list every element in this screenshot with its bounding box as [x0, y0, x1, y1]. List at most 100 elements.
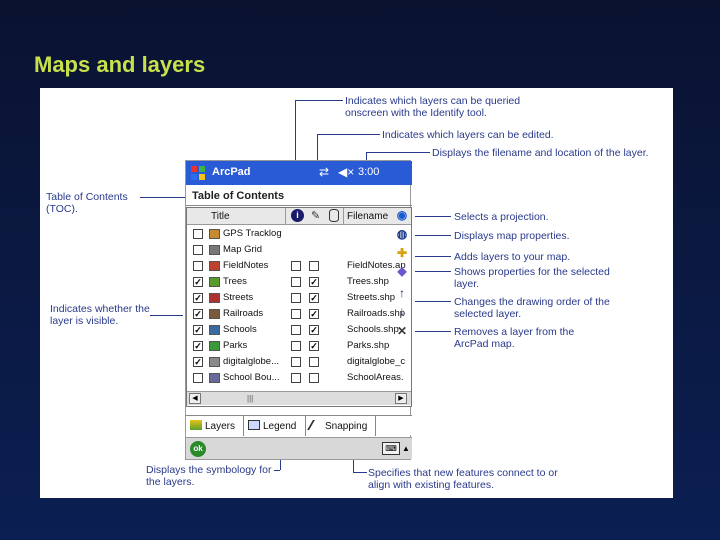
layer-filename: Streets.shp: [347, 292, 396, 303]
identify-checkbox[interactable]: [291, 325, 301, 335]
scroll-thumb[interactable]: |||: [247, 394, 254, 403]
visibility-checkbox[interactable]: [193, 229, 203, 239]
remove-layer-icon[interactable]: ✕: [396, 324, 408, 338]
editable-checkbox[interactable]: [309, 357, 319, 367]
leader-line: [295, 100, 343, 101]
tab-legend[interactable]: Legend: [248, 416, 306, 436]
horizontal-scrollbar[interactable]: ◀ ||| ▶: [187, 391, 411, 405]
editable-checkbox[interactable]: [309, 373, 319, 383]
annotation-visible: Indicates whether the layer is visible.: [50, 303, 150, 327]
move-down-icon[interactable]: ↓: [399, 304, 405, 318]
sync-icon[interactable]: ⇄: [319, 165, 330, 179]
scroll-left-icon[interactable]: ◀: [189, 393, 201, 404]
visibility-checkbox[interactable]: [193, 245, 203, 255]
layer-title: digitalglobe...: [223, 356, 279, 367]
annotation-projection: Selects a projection.: [454, 211, 549, 223]
identify-checkbox[interactable]: [291, 261, 301, 271]
editable-checkbox[interactable]: ✓: [309, 325, 319, 335]
tab-layers[interactable]: Layers: [190, 416, 244, 436]
editable-checkbox[interactable]: ✓: [309, 309, 319, 319]
table-row[interactable]: School Bou... SchoolAreas.: [187, 370, 411, 386]
projection-icon[interactable]: ◉: [396, 208, 408, 222]
leader-line: [415, 331, 451, 332]
column-filename[interactable]: Filename: [347, 211, 389, 222]
table-row[interactable]: ✓ Streets ✓ Streets.shp: [187, 290, 411, 306]
pencil-icon: ✎: [311, 210, 321, 222]
layer-title: Schools: [223, 324, 257, 335]
move-up-icon[interactable]: ↑: [399, 286, 405, 300]
leader-line: [415, 235, 451, 236]
editable-checkbox[interactable]: [309, 261, 319, 271]
table-row[interactable]: Map Grid: [187, 242, 411, 258]
visibility-checkbox[interactable]: ✓: [193, 325, 203, 335]
layer-filename: digitalglobe_c: [347, 356, 406, 367]
add-layer-icon[interactable]: ✚: [396, 246, 408, 260]
layer-type-icon: [209, 261, 220, 271]
toc-toolbar: ◉ ◍ ✚ ◆ ↑ ↓ ✕: [392, 206, 412, 346]
table-row[interactable]: GPS Tracklog: [187, 226, 411, 242]
table-row[interactable]: ✓Schools✓Schools.shp: [187, 322, 411, 338]
identify-checkbox[interactable]: [291, 357, 301, 367]
scroll-right-icon[interactable]: ▶: [395, 393, 407, 404]
leader-line: [353, 472, 367, 473]
tab-label: Layers: [205, 421, 236, 432]
table-row[interactable]: ✓Railroads✓Railroads.shp: [187, 306, 411, 322]
layer-title: School Bou...: [223, 372, 280, 383]
leader-line: [274, 470, 280, 471]
identify-icon: i: [291, 209, 304, 222]
visibility-checkbox[interactable]: ✓: [193, 309, 203, 319]
column-title[interactable]: Title: [211, 211, 230, 222]
editable-checkbox[interactable]: ✓: [309, 277, 319, 287]
keyboard-icon[interactable]: ⌨: [382, 442, 400, 455]
table-header: Title i ✎ Filename: [187, 208, 411, 225]
tab-label: Legend: [263, 421, 297, 432]
layer-title: Railroads: [223, 308, 264, 319]
visibility-checkbox[interactable]: ✓: [193, 293, 203, 303]
annotation-edited: Indicates which layers can be edited.: [382, 129, 554, 141]
identify-checkbox[interactable]: [291, 309, 301, 319]
annotation-map-props: Displays map properties.: [454, 230, 570, 242]
chevron-up-icon[interactable]: ▲: [402, 444, 410, 453]
table-row[interactable]: ✓ digitalglobe... digitalglobe_c: [187, 354, 411, 370]
map-properties-icon[interactable]: ◍: [396, 227, 408, 241]
ok-button[interactable]: ok: [190, 441, 206, 457]
figure-panel: Indicates which layers can be queried on…: [40, 88, 673, 498]
visibility-checkbox[interactable]: ✓: [193, 357, 203, 367]
identify-checkbox[interactable]: [291, 293, 301, 303]
layer-type-icon: [209, 357, 220, 367]
leader-line: [415, 256, 451, 257]
visibility-checkbox[interactable]: [193, 373, 203, 383]
identify-checkbox[interactable]: [291, 277, 301, 287]
leader-line: [317, 134, 380, 135]
identify-checkbox[interactable]: [291, 341, 301, 351]
layer-type-icon: [209, 325, 220, 335]
layer-type-icon: [209, 309, 220, 319]
editable-checkbox[interactable]: ✓: [309, 293, 319, 303]
visibility-checkbox[interactable]: [193, 261, 203, 271]
database-icon: [329, 209, 339, 222]
table-row[interactable]: ✓Parks✓Parks.shp: [187, 338, 411, 354]
legend-icon: [248, 420, 260, 430]
windows-start-icon[interactable]: [189, 164, 207, 182]
visibility-checkbox[interactable]: ✓: [193, 341, 203, 351]
visibility-checkbox[interactable]: ✓: [193, 277, 203, 287]
layer-type-icon: [209, 293, 220, 303]
tab-snapping[interactable]: Snapping: [307, 416, 376, 436]
speaker-icon[interactable]: ◀×: [338, 165, 355, 179]
tab-bar: Layers Legend Snapping: [186, 415, 412, 436]
leader-line: [140, 197, 185, 198]
layer-title: Streets: [223, 292, 254, 303]
editable-checkbox[interactable]: ✓: [309, 341, 319, 351]
annotation-layer-props: Shows properties for the selected layer.: [454, 266, 610, 290]
layer-filename: SchoolAreas.: [347, 372, 404, 383]
layer-properties-icon[interactable]: ◆: [397, 264, 407, 278]
identify-checkbox[interactable]: [291, 373, 301, 383]
leader-line: [295, 100, 296, 208]
slide-title: Maps and layers: [34, 52, 206, 77]
clock[interactable]: 3:00: [358, 166, 380, 178]
bottom-bar: ok ⌨ ▲: [186, 437, 412, 459]
table-row[interactable]: ✓Trees✓Trees.shp: [187, 274, 411, 290]
leader-line: [150, 315, 183, 316]
annotation-add-layers: Adds layers to your map.: [454, 251, 571, 263]
